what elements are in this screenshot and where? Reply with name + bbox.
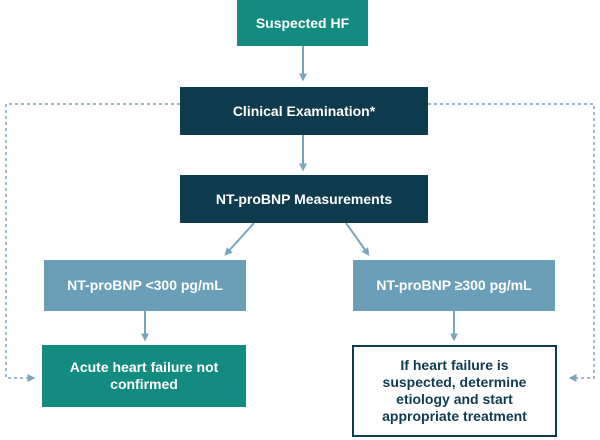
arrow-measure-to-high <box>345 222 370 256</box>
high-result-box: NT-proBNP ≥300 pg/mL <box>353 260 555 311</box>
low-result-label: NT-proBNP <300 pg/mL <box>67 277 223 294</box>
dashed-loop-left <box>5 103 180 382</box>
clinical-exam-box: Clinical Examination* <box>180 87 428 135</box>
dashed-loop-right <box>428 103 595 382</box>
start-box: Suspected HF <box>237 0 368 46</box>
low-outcome-label: Acute heart failure not confirmed <box>69 359 219 392</box>
measurement-box: NT-proBNP Measurements <box>180 175 428 223</box>
clinical-exam-label: Clinical Examination* <box>232 102 376 119</box>
high-outcome-label: If heart failure is suspected, determine… <box>382 357 527 424</box>
low-result-box: NT-proBNP <300 pg/mL <box>44 260 246 311</box>
measurement-label: NT-proBNP Measurements <box>215 190 393 207</box>
arrow-measure-to-low <box>224 222 255 256</box>
high-result-label: NT-proBNP ≥300 pg/mL <box>376 277 532 294</box>
start-label: Suspected HF <box>255 14 350 31</box>
low-outcome-box: Acute heart failure not confirmed <box>42 345 246 407</box>
high-outcome-box: If heart failure is suspected, determine… <box>352 345 557 437</box>
